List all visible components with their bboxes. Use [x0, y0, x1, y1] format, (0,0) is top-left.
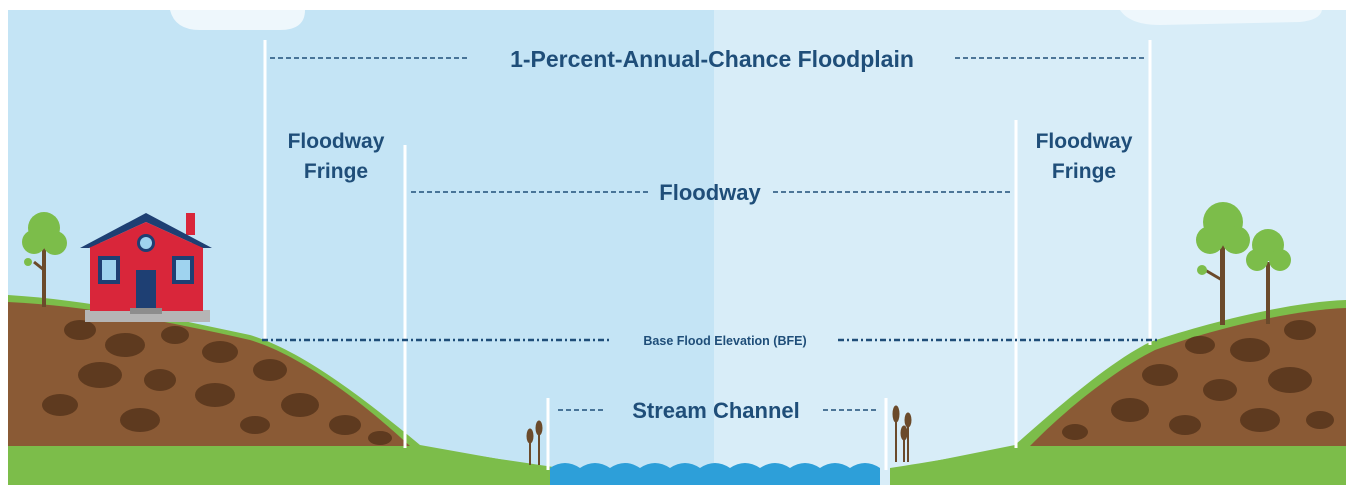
- cattail-icon: [892, 405, 912, 462]
- floodway-fringe-right-line2: Fringe: [1052, 160, 1116, 183]
- tree-icon: [1246, 229, 1291, 324]
- right-bank: [890, 300, 1346, 485]
- cloud-left: [170, 10, 305, 30]
- bfe-label: Base Flood Elevation (BFE): [643, 334, 806, 348]
- tree-icon: [22, 212, 67, 307]
- left-rocks: [42, 320, 392, 445]
- floodway-fringe-left-line2: Fringe: [304, 160, 368, 183]
- floodway-label: Floodway: [659, 180, 761, 205]
- right-rocks: [1062, 320, 1334, 440]
- cloud-right: [1120, 10, 1322, 25]
- floodway-fringe-right-line1: Floodway: [1036, 130, 1133, 153]
- floodway-fringe-left-line1: Floodway: [288, 130, 385, 153]
- floodplain-label: 1-Percent-Annual-Chance Floodplain: [510, 46, 914, 72]
- cattail-icon: [526, 420, 543, 465]
- guide-lines: [262, 57, 1158, 411]
- house-icon: [80, 213, 212, 322]
- stream-channel-label: Stream Channel: [632, 398, 800, 423]
- boundary-lines: [263, 40, 1152, 470]
- tree-icon: [1196, 202, 1250, 325]
- stream-water: [550, 463, 880, 485]
- left-bank: [8, 295, 560, 485]
